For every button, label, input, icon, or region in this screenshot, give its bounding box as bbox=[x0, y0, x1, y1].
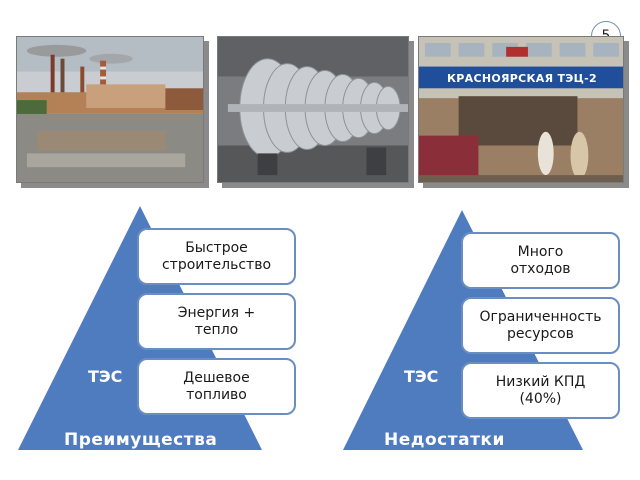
disadvantage-item-label: Низкий КПД (40%) bbox=[495, 373, 586, 407]
turbine-photo bbox=[217, 36, 409, 183]
disadvantage-item-label: Много отходов bbox=[510, 243, 571, 277]
advantage-item-2: Энергия + тепло bbox=[137, 293, 296, 350]
tec-building-photo: КРАСНОЯРСКАЯ ТЭЦ-2 bbox=[418, 36, 624, 183]
disadvantage-item-label: Ограниченность ресурсов bbox=[479, 308, 602, 342]
tec-sign-text: КРАСНОЯРСКАЯ ТЭЦ-2 bbox=[446, 71, 597, 85]
disadvantage-item-3: Низкий КПД (40%) bbox=[461, 362, 620, 419]
advantage-item-1: Быстрое строительство bbox=[137, 228, 296, 285]
left-pyramid-label: ТЭС bbox=[88, 367, 123, 386]
disadvantage-item-1: Много отходов bbox=[461, 232, 620, 289]
advantage-item-label: Дешевое топливо bbox=[183, 369, 250, 403]
right-pyramid-label: ТЭС bbox=[404, 367, 439, 386]
advantage-item-3: Дешевое топливо bbox=[137, 358, 296, 415]
power-plant-photo bbox=[16, 36, 204, 183]
right-pyramid-caption: Недостатки bbox=[384, 430, 505, 450]
advantage-item-label: Энергия + тепло bbox=[177, 304, 256, 338]
advantage-item-label: Быстрое строительство bbox=[161, 239, 272, 273]
disadvantage-item-2: Ограниченность ресурсов bbox=[461, 297, 620, 354]
left-pyramid-caption: Преимущества bbox=[64, 430, 218, 450]
